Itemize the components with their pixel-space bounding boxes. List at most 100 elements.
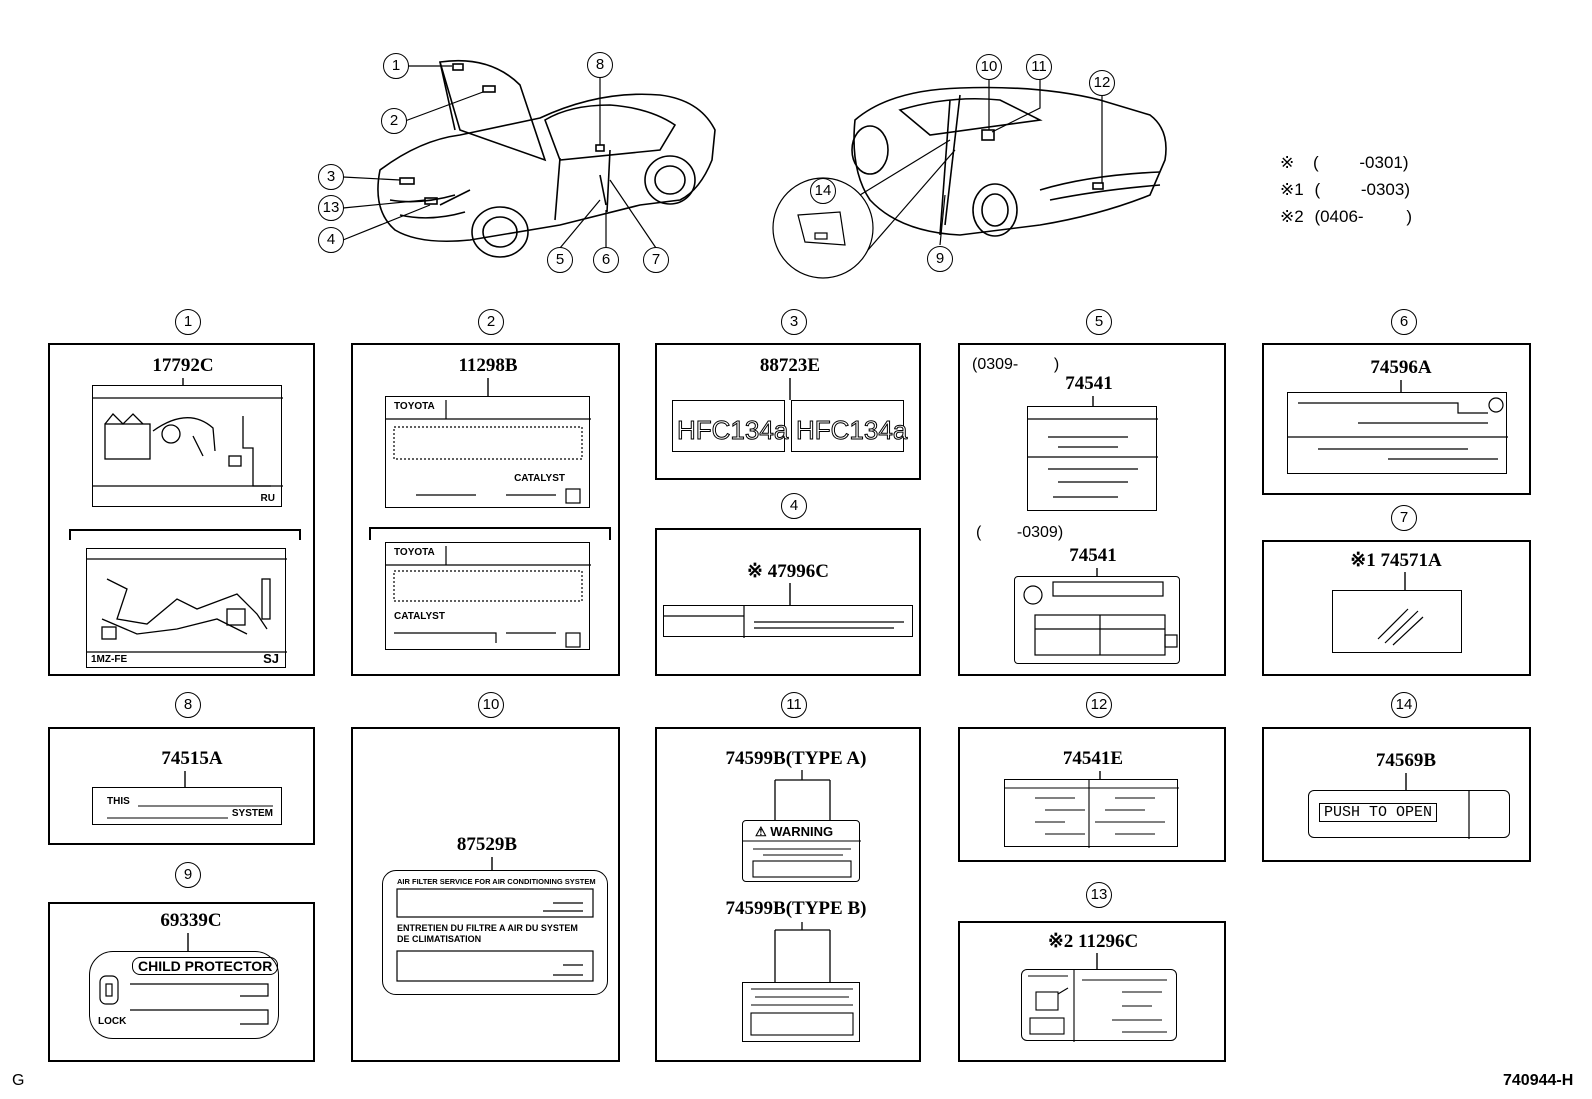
warning-text: WARNING (770, 824, 834, 839)
overview-callout-10: 10 (976, 54, 1002, 80)
panel-callout-12: 12 (1086, 692, 1112, 718)
part-number-74599B-type-a: 74599B(TYPE A) (725, 748, 867, 769)
label-brand: TOYOTA (394, 401, 435, 412)
refrigerant-label-right: HFC134a (791, 400, 908, 452)
overview-callout-4: 4 (318, 227, 344, 253)
part-number-47996C: ※ 47996C (747, 561, 829, 582)
system-label: THIS SYSTEM (92, 787, 282, 825)
overview-callout-3: 3 (318, 164, 344, 190)
overview-callout-6: 6 (593, 247, 619, 273)
part-number-74571A: ※1 74571A (1350, 550, 1442, 571)
part-number-74541E: 74541E (1062, 748, 1124, 769)
overview-callout-5: 5 (547, 247, 573, 273)
date-range-lower: ( -0309) (976, 524, 1064, 541)
overview-callout-1: 1 (383, 53, 409, 79)
part-number-74541-upper: 74541 (1065, 373, 1113, 394)
tire-pressure-label (1287, 392, 1508, 474)
overview-callout-13: 13 (318, 195, 344, 221)
label-catalyst: CATALYST (514, 473, 565, 484)
panel-callout-6: 6 (1391, 309, 1417, 335)
overview-callout-9: 9 (927, 246, 953, 272)
overview-callout-2: 2 (381, 108, 407, 134)
push-to-open-label: PUSH TO OPEN (1308, 790, 1510, 839)
label-air-filter-fr-2: DE CLIMATISATION (397, 934, 482, 944)
clear-film-label (1332, 590, 1462, 653)
part-number-74599B-type-b: 74599B(TYPE B) (725, 898, 867, 919)
vacuum-diagram-label-lower: 1MZ-FE SJ (86, 548, 287, 668)
legend-open: ( (1314, 180, 1321, 199)
label-system: SYSTEM (231, 808, 273, 819)
emission-label-lower: TOYOTA CATALYST (385, 542, 591, 650)
airbag-warning-label-type-b (742, 982, 860, 1042)
label-brand: TOYOTA (394, 547, 435, 558)
label-catalyst: CATALYST (394, 611, 445, 622)
caution-label (1004, 779, 1179, 848)
label-air-filter-en: AIR FILTER SERVICE FOR AIR CONDITIONING … (397, 877, 596, 886)
legend-value: -0301) (1359, 153, 1409, 172)
refrigerant-label-left: HFC134a (672, 400, 789, 452)
date-range-upper: (0309- ) (972, 356, 1060, 373)
part-number-74569B: 74569B (1375, 750, 1437, 771)
label-hfc-left: HFC134a (676, 415, 789, 446)
legend-mark: ※2 (1280, 207, 1304, 226)
panel-callout-2: 2 (478, 309, 504, 335)
overview-callout-11: 11 (1026, 54, 1052, 80)
legend-mark: ※1 (1280, 180, 1304, 199)
label-code-sj: SJ (263, 651, 279, 666)
label-air-filter-fr: ENTRETIEN DU FILTRE A AIR DU SYSTEM (397, 923, 578, 933)
label-engine-code: 1MZ-FE (91, 654, 128, 665)
overview-callout-7: 7 (643, 247, 669, 273)
legend-open: ( (1312, 153, 1319, 172)
panel-callout-1: 1 (175, 309, 201, 335)
label-warning: ⚠ WARNING (755, 824, 834, 839)
overview-callout-14: 14 (810, 178, 836, 204)
panel-callout-7: 7 (1391, 505, 1417, 531)
part-number-87529B: 87529B (456, 834, 518, 855)
part-number-11296C: ※2 11296C (1047, 931, 1139, 952)
label-hfc-right: HFC134a (795, 415, 908, 446)
vacuum-diagram-label-upper: RU (92, 385, 283, 507)
panel-callout-10: 10 (478, 692, 504, 718)
panel-8 (48, 727, 315, 845)
label-child-protector: CHILD PROTECTOR (132, 957, 279, 975)
emission-label-upper: TOYOTA CATALYST (385, 396, 591, 508)
panel-callout-9: 9 (175, 862, 201, 888)
footer-left-code: G (12, 1072, 25, 1089)
label-this: THIS (107, 796, 130, 807)
child-protector-label: CHILD PROTECTOR LOCK (89, 951, 279, 1039)
legend-mark: ※ (1280, 153, 1295, 172)
panel-callout-4: 4 (781, 493, 807, 519)
label-lock: LOCK (98, 1016, 127, 1027)
legend-value: ) (1406, 207, 1412, 226)
panel-callout-13: 13 (1086, 882, 1112, 908)
overview-callout-8: 8 (587, 52, 613, 78)
panel-callout-11: 11 (781, 692, 807, 718)
panel-4 (655, 528, 921, 676)
air-filter-label: AIR FILTER SERVICE FOR AIR CONDITIONING … (382, 870, 608, 995)
legend-line-1: ※ ( -0301) (1280, 153, 1409, 173)
part-number-69339C: 69339C (160, 910, 222, 931)
tire-label-lower (1014, 576, 1180, 664)
airbag-warning-label-type-a: ⚠ WARNING (742, 820, 861, 882)
overview-callout-12: 12 (1089, 70, 1115, 96)
legend-line-3: ※2 (0406- ) (1280, 207, 1412, 227)
panel-callout-14: 14 (1391, 692, 1417, 718)
part-number-74541-lower: 74541 (1069, 545, 1117, 566)
label-code-ru: RU (260, 493, 275, 504)
engine-coolant-label (1021, 969, 1177, 1042)
footer-diagram-number: 740944-H (1503, 1072, 1574, 1089)
part-number-11298B: 11298B (458, 355, 518, 376)
part-number-17792C: 17792C (152, 355, 214, 376)
ac-spec-label (663, 605, 913, 638)
legend-value: -0303) (1360, 180, 1410, 199)
tire-label-upper (1027, 406, 1158, 511)
panel-callout-5: 5 (1086, 309, 1112, 335)
part-number-88723E: 88723E (759, 355, 821, 376)
